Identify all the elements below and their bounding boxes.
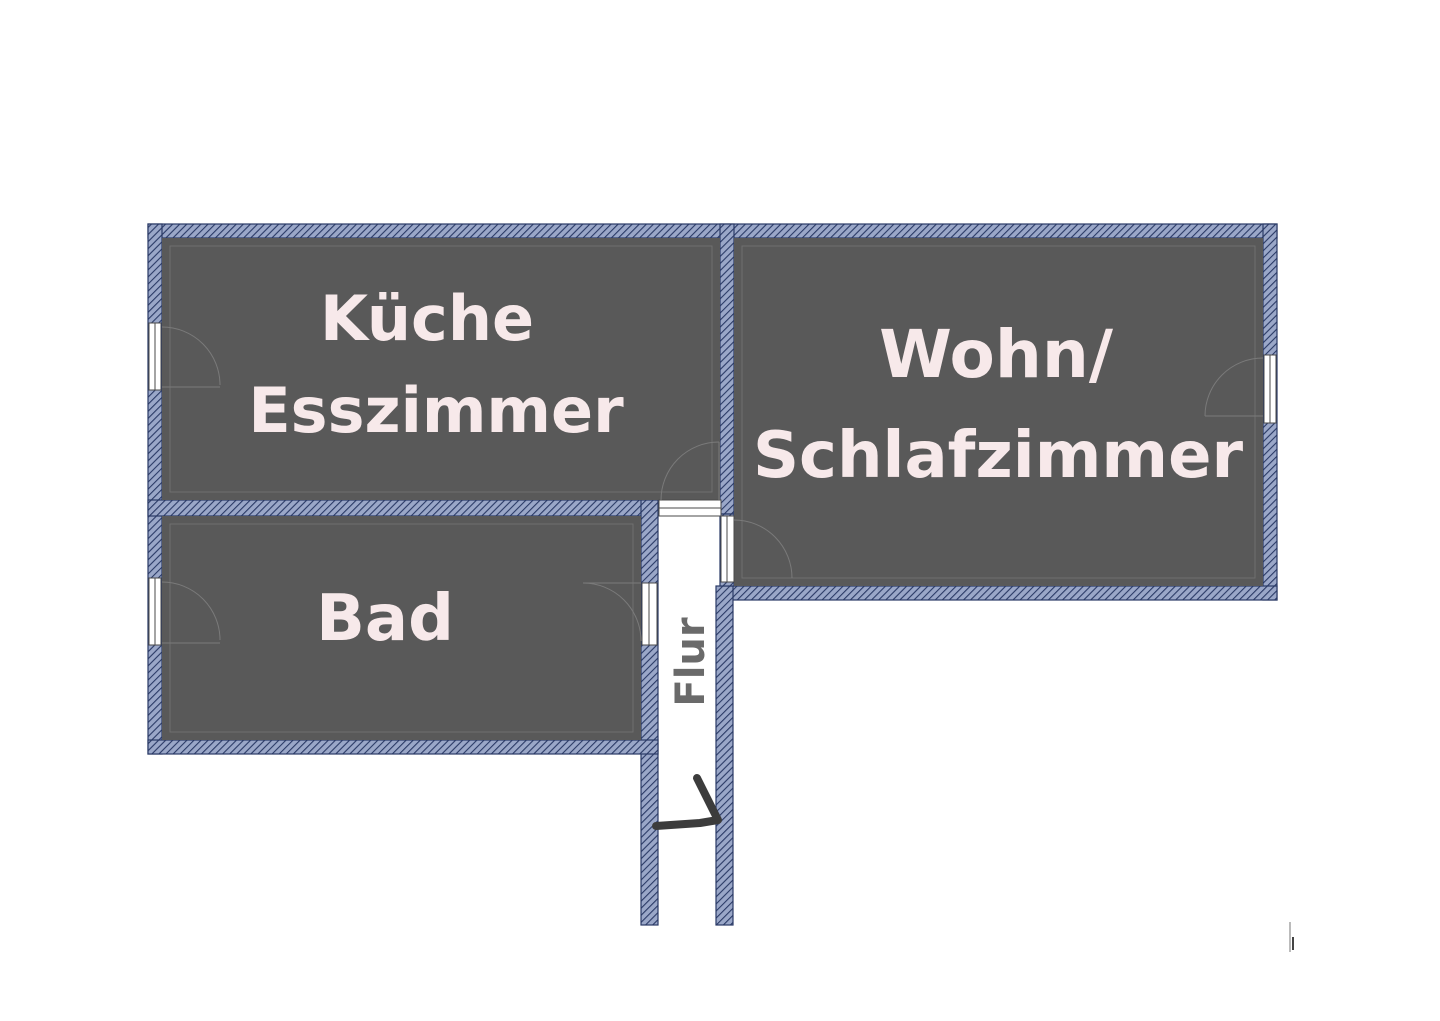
inner-lines [169, 245, 1256, 733]
wall-left [147, 223, 163, 755]
room-kueche [162, 238, 720, 500]
wall-kueche-wohn [719, 223, 735, 515]
wall-wohn-bottom [719, 585, 1278, 601]
rooms [162, 238, 1263, 740]
room-wohn [734, 238, 1263, 586]
wall-top [147, 223, 1278, 239]
wall-flur-right [715, 585, 734, 926]
wall-bad-flur [640, 499, 659, 926]
doors [161, 326, 1264, 830]
walls [147, 223, 1278, 926]
label-bad: Bad [316, 582, 454, 656]
windows [148, 322, 1277, 646]
wall-kueche-bad [147, 499, 659, 517]
label-kueche-line2: Esszimmer [248, 374, 624, 447]
wall-bad-bottom [147, 739, 659, 755]
room-labels: Küche Esszimmer Wohn/ Schlafzimmer Bad F… [248, 282, 1243, 707]
label-wohn-line1: Wohn/ [879, 316, 1114, 393]
label-wohn-line2: Schlafzimmer [753, 419, 1244, 493]
label-kueche-line1: Küche [320, 282, 534, 355]
room-bad [162, 516, 641, 740]
label-flur: Flur [668, 617, 714, 707]
entrance-door [652, 774, 722, 830]
